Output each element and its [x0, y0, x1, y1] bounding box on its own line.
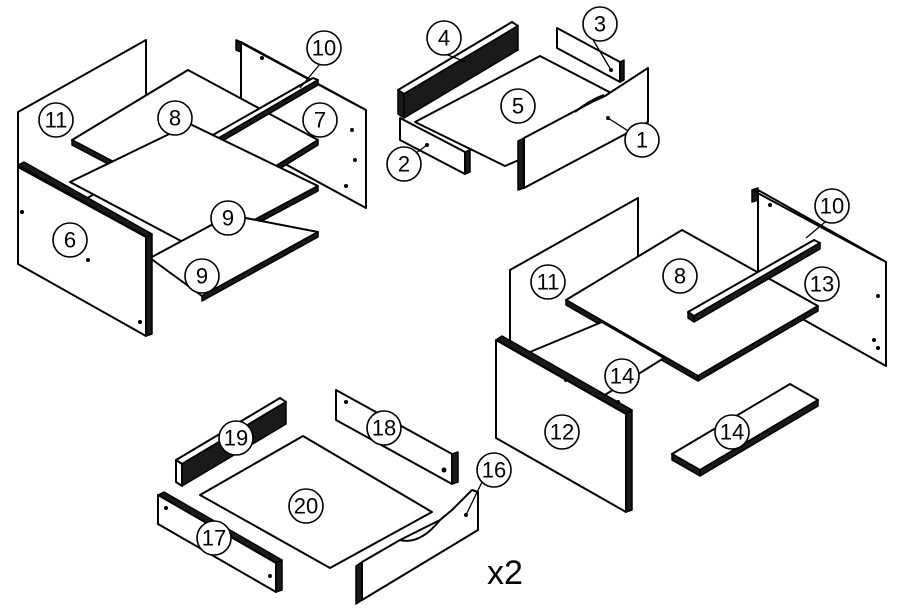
svg-text:11: 11 — [537, 270, 560, 295]
callout-14-inside: 14 — [604, 358, 640, 394]
svg-text:16: 16 — [482, 458, 506, 483]
callout-13: 13 — [804, 266, 840, 302]
callout-10-right: 10 — [814, 188, 850, 224]
callout-18: 18 — [366, 410, 402, 446]
callout-11-upper: 11 — [38, 102, 74, 138]
callout-3: 3 — [582, 6, 618, 42]
svg-text:6: 6 — [64, 228, 76, 253]
svg-text:7: 7 — [314, 108, 326, 133]
svg-text:8: 8 — [674, 264, 686, 289]
callout-20: 20 — [288, 488, 324, 524]
svg-text:13: 13 — [810, 272, 834, 297]
svg-text:3: 3 — [594, 12, 606, 37]
callout-14-loose: 14 — [714, 414, 750, 450]
callout-5: 5 — [500, 88, 536, 124]
panel-1 — [523, 67, 649, 189]
callout-4: 4 — [426, 20, 462, 56]
cabinet-group-upper-left — [17, 39, 367, 337]
svg-text:5: 5 — [512, 94, 524, 119]
svg-text:14: 14 — [720, 420, 744, 445]
svg-text:1: 1 — [636, 128, 648, 153]
svg-text:17: 17 — [202, 526, 226, 551]
callout-1: 1 — [624, 122, 660, 158]
callout-11-right: 11 — [530, 264, 566, 300]
svg-text:10: 10 — [820, 194, 844, 219]
svg-text:10: 10 — [312, 36, 336, 61]
svg-text:11: 11 — [45, 108, 68, 133]
callout-12: 12 — [544, 414, 580, 450]
quantity-multiplier: x2 — [487, 554, 523, 592]
svg-text:9: 9 — [196, 264, 208, 289]
callout-16: 16 — [476, 452, 512, 488]
callout-2: 2 — [386, 146, 422, 182]
callout-8-upper: 8 — [157, 100, 193, 136]
callout-6: 6 — [52, 222, 88, 258]
callouts: 10 11 8 7 9 6 9 4 3 5 1 2 10 11 8 13 14 … — [38, 6, 850, 556]
callout-10-upper: 10 — [306, 30, 342, 66]
svg-text:19: 19 — [224, 426, 248, 451]
callout-17: 17 — [196, 520, 232, 556]
svg-text:18: 18 — [372, 416, 396, 441]
svg-text:4: 4 — [438, 26, 450, 51]
callout-9-a: 9 — [210, 200, 246, 236]
svg-text:9: 9 — [222, 206, 234, 231]
callout-19: 19 — [218, 420, 254, 456]
callout-7: 7 — [302, 102, 338, 138]
svg-text:8: 8 — [169, 106, 181, 131]
svg-text:12: 12 — [550, 420, 574, 445]
panel-16 — [361, 489, 479, 601]
svg-text:14: 14 — [610, 364, 634, 389]
callout-9-b: 9 — [184, 258, 220, 294]
svg-text:2: 2 — [398, 152, 410, 177]
cabinet-group-right — [495, 187, 887, 513]
svg-text:20: 20 — [294, 494, 318, 519]
callout-8-right: 8 — [662, 258, 698, 294]
